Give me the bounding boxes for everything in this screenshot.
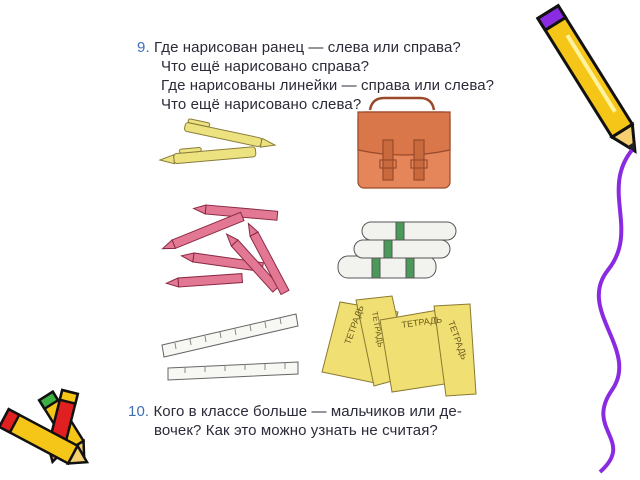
- task-10-line-1: Кого в классе больше — мальчиков или де-: [153, 403, 462, 420]
- task-9-line-3: Где нарисованы линейки — справа или слев…: [161, 77, 495, 94]
- decorative-wave-line: [596, 148, 634, 474]
- satchel-illustration: [357, 96, 451, 189]
- task-10-line-2: вочек? Как это можно узнать не считая?: [154, 422, 438, 439]
- task-9-number: 9.: [137, 39, 150, 56]
- task-10-number: 10.: [128, 403, 150, 420]
- task-9-line-4: Что ещё нарисовано слева?: [161, 96, 362, 113]
- pens-illustration: [158, 118, 277, 165]
- crayons-bottom-left-icon: [0, 388, 90, 466]
- crayon-top-right-icon: [535, 3, 637, 154]
- task-10: 10. Кого в классе больше — мальчиков или…: [128, 402, 462, 440]
- task-9-line-1: Где нарисован ранец — слева или справа?: [154, 39, 461, 56]
- rulers-illustration: [161, 313, 299, 381]
- pencils-illustration: [161, 204, 290, 296]
- notebooks-illustration: ТЕТРАДЬ ТЕТРАДЬ ТЕТРАДЬ ТЕТРАДЬ: [321, 295, 477, 397]
- task-9-line-2: Что ещё нарисовано справа?: [161, 58, 370, 75]
- books-illustration: [337, 221, 457, 279]
- task-9: 9. Где нарисован ранец — слева или справ…: [137, 38, 494, 114]
